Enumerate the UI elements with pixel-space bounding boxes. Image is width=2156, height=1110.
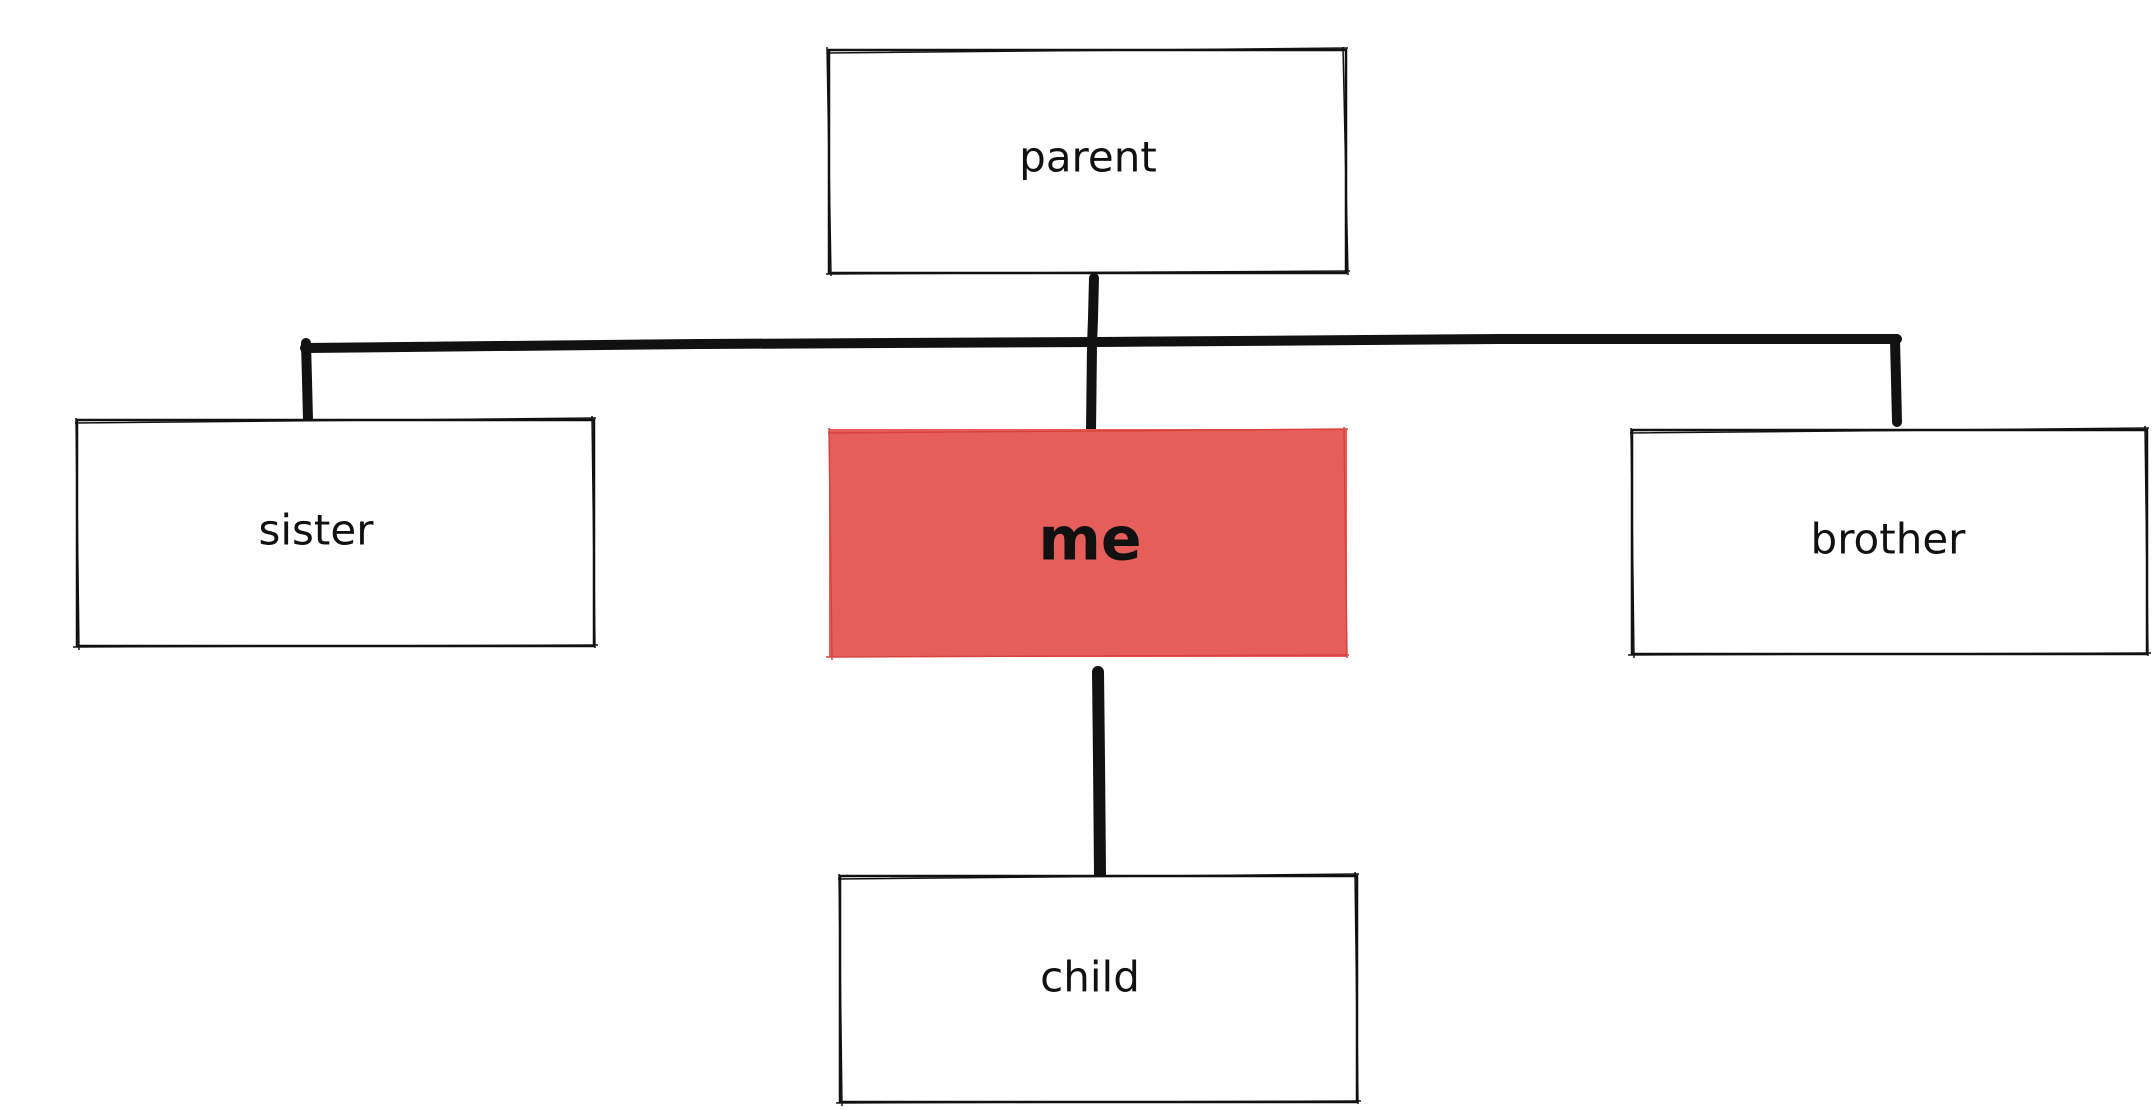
connector-to-brother	[1890, 335, 1902, 427]
node-parent-label: parent	[1019, 133, 1157, 182]
node-sister-label: sister	[258, 506, 374, 555]
connector-sibling-bus	[300, 334, 1902, 353]
node-parent-sketch-stroke	[825, 46, 1351, 277]
node-child-sketch-stroke	[835, 871, 1362, 1107]
connector-parent-stem	[1086, 273, 1099, 437]
node-child-box	[838, 874, 1359, 1104]
node-sister-sketch-stroke	[72, 415, 599, 651]
node-parent[interactable]: parent	[825, 46, 1351, 277]
node-child-label: child	[1040, 953, 1140, 1002]
connector-me-to-child	[1092, 666, 1106, 881]
connectors	[300, 273, 1902, 881]
node-child[interactable]: child	[835, 871, 1362, 1107]
node-me-sketch-stroke	[825, 426, 1350, 661]
node-brother-label: brother	[1811, 515, 1967, 564]
node-brother[interactable]: brother	[1627, 425, 2152, 659]
node-sister[interactable]: sister	[72, 415, 599, 651]
node-parent-box	[827, 48, 1348, 275]
node-me-box	[829, 429, 1347, 657]
node-me-label: me	[1038, 505, 1141, 575]
node-me[interactable]: me	[825, 426, 1350, 661]
connector-to-sister	[301, 338, 313, 425]
node-brother-sketch-stroke	[1627, 425, 2152, 659]
